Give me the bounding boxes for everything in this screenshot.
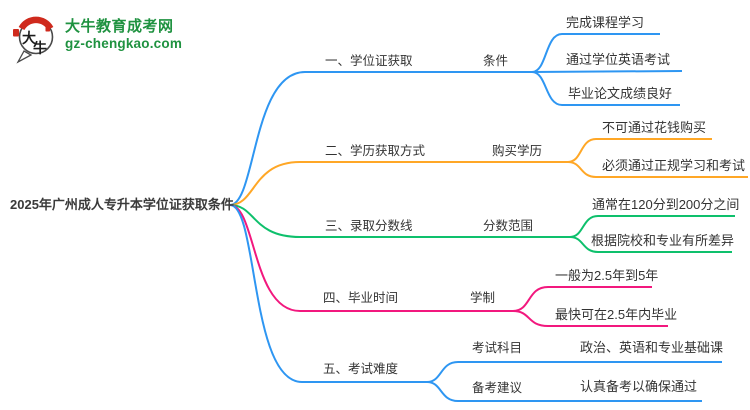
- leaf-label: 认真备考以确保通过: [580, 379, 698, 394]
- branch-5-title: 五、考试难度: [323, 362, 399, 376]
- leaf-label: 根据院校和专业有所差异: [591, 233, 735, 248]
- branch-5-lines: [229, 204, 722, 402]
- branch-2-lines: [229, 138, 748, 206]
- svg-text:牛: 牛: [33, 40, 47, 56]
- root-topic: 2025年广州成人专升本学位证获取条件: [10, 197, 234, 212]
- leaf-label: 政治、英语和专业基础课: [580, 340, 724, 355]
- leaf-label: 毕业论文成绩良好: [568, 86, 673, 101]
- logo-bull-icon: 大 牛: [13, 16, 54, 64]
- leaf-label: 不可通过花钱购买: [602, 120, 707, 135]
- branch-5-subtopic-2: 备考建议: [472, 381, 523, 395]
- branch-4-lines: [229, 204, 668, 327]
- branch-4-title: 四、毕业时间: [323, 291, 399, 305]
- branch-2-subtopic: 购买学历: [492, 144, 543, 158]
- branch-5-subtopic-1: 考试科目: [472, 341, 523, 355]
- site-url: gz-chengkao.com: [65, 36, 183, 51]
- leaf-label: 完成课程学习: [566, 15, 645, 30]
- leaf-label: 最快可在2.5年内毕业: [555, 307, 678, 322]
- svg-text:大: 大: [22, 30, 36, 46]
- leaf-label: 通常在120分到200分之间: [592, 197, 740, 212]
- branch-4-subtopic: 学制: [470, 291, 496, 305]
- site-logo: 大 牛 大牛教育成考网 gz-chengkao.com: [12, 13, 182, 65]
- branch-1-title: 一、学位证获取: [325, 54, 413, 68]
- leaf-label: 一般为2.5年到5年: [555, 268, 659, 283]
- branch-1-lines: [229, 33, 683, 206]
- leaf-label: 通过学位英语考试: [566, 52, 671, 67]
- branch-3-title: 三、录取分数线: [325, 219, 413, 233]
- branch-1-subtopic: 条件: [483, 54, 509, 68]
- branch-3-subtopic: 分数范围: [483, 219, 534, 233]
- branch-2-title: 二、学历获取方式: [325, 144, 426, 158]
- leaf-label: 必须通过正规学习和考试: [602, 158, 746, 173]
- branch-3-lines: [229, 204, 735, 253]
- site-name: 大牛教育成考网: [65, 18, 174, 35]
